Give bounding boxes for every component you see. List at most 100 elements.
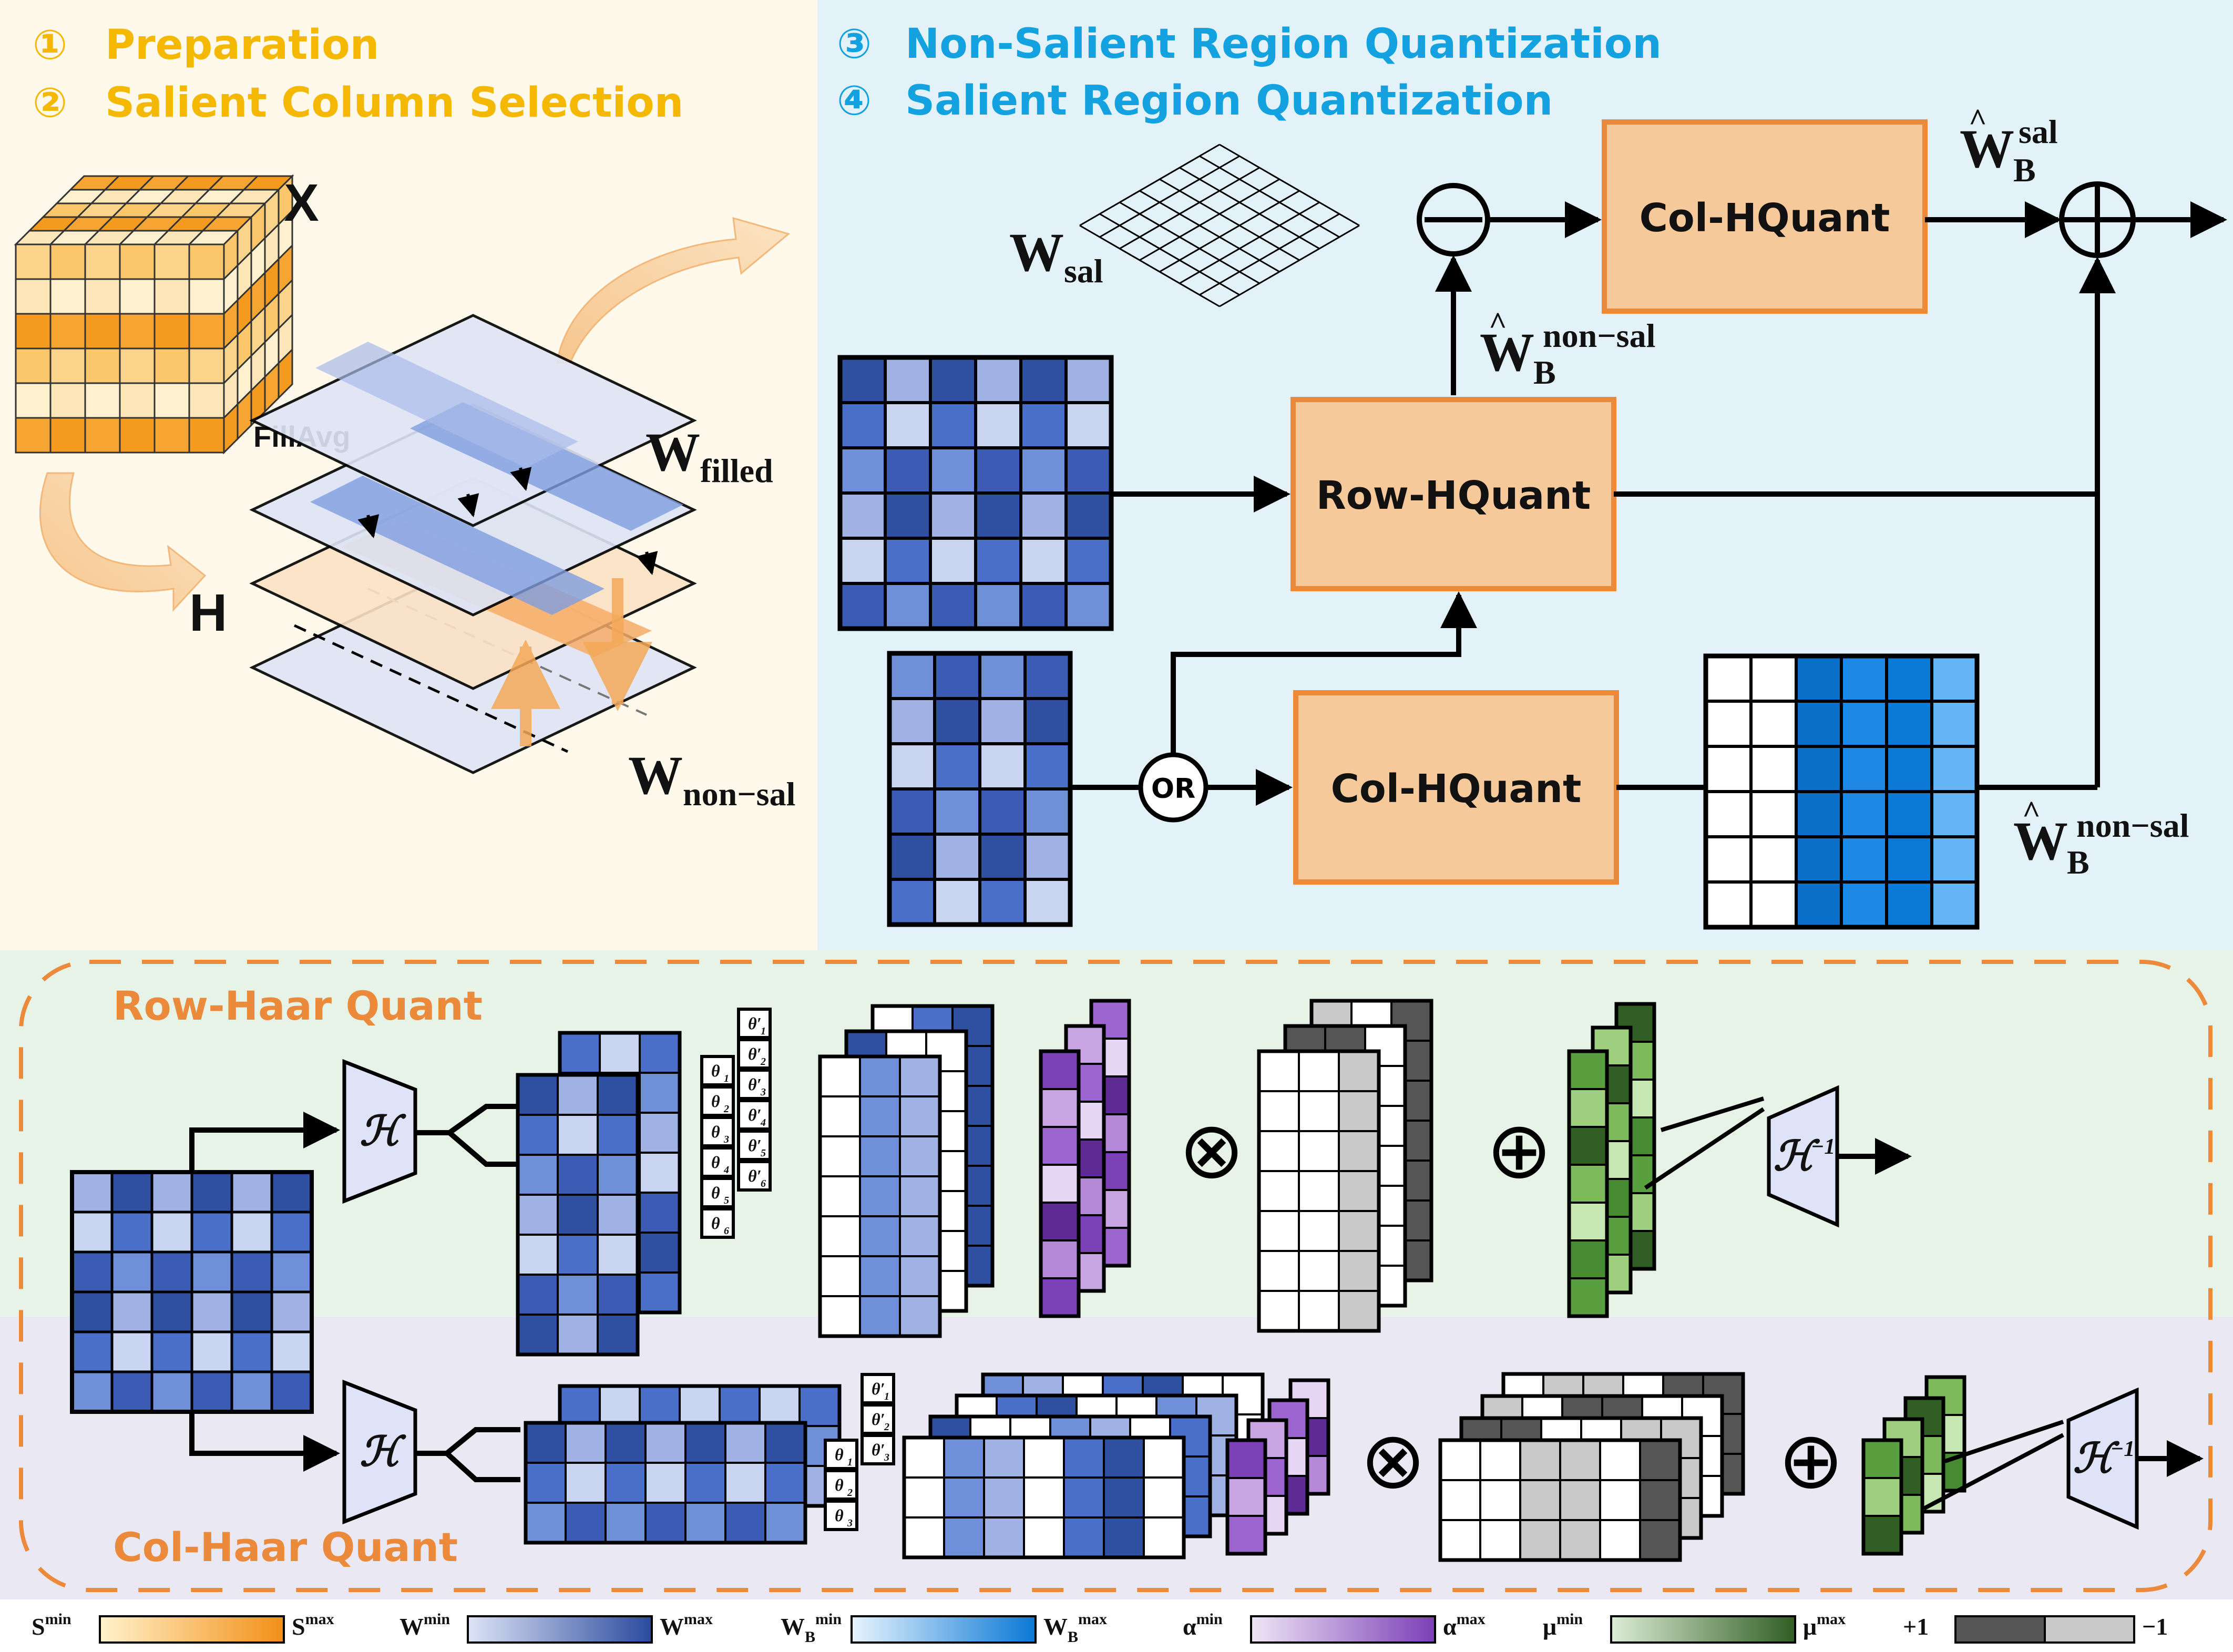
col-input-cell: [1023, 833, 1072, 881]
row-input-cell: [1019, 446, 1068, 495]
col-oplus: ⊕: [1778, 1415, 1844, 1506]
col-sign-cell: [1519, 1519, 1561, 1561]
wb-nonsal-top-main: W: [1480, 322, 1534, 383]
col-input-cell: [978, 652, 1027, 700]
row-haar-coef-cell: [559, 1032, 601, 1074]
haar-input-cell: [230, 1250, 273, 1294]
binarized-cell: [1840, 654, 1888, 703]
col-haar-coef-cell: [644, 1462, 687, 1504]
row-binary-cell: [819, 1055, 861, 1097]
row-haar-coef-cell: [517, 1074, 559, 1116]
row-binary-cell: [819, 1095, 861, 1137]
haar-input-cell: [70, 1210, 114, 1254]
col-alpha-cell: [1226, 1515, 1266, 1555]
row-input-cell: [1064, 446, 1113, 495]
row-input-cell: [929, 446, 977, 495]
col-haar-coef-cell: [724, 1462, 766, 1504]
w-sal-grid-line: [1199, 155, 1340, 238]
curved-arrow-left: [39, 472, 207, 612]
haar-connector: [415, 1130, 518, 1167]
row-haar-coef-cell: [557, 1314, 599, 1356]
row-hquant-label: Row-HQuant: [1316, 473, 1591, 518]
cube-front-cell: [153, 243, 190, 280]
col-alpha-cell: [1226, 1439, 1266, 1479]
row-sign-cell-border: [1257, 1049, 1381, 1333]
row-haar-coef-cell: [597, 1314, 639, 1356]
binarized-cell: [1840, 700, 1888, 748]
row-alpha-cell-border: [1039, 1049, 1081, 1318]
col-haar-coef-cell: [724, 1422, 766, 1464]
row-alpha-cell: [1040, 1126, 1080, 1166]
row-alpha-cell: [1040, 1164, 1080, 1204]
row-input-cell: [974, 446, 1022, 495]
row-sign-cell: [1338, 1250, 1380, 1292]
legend-gradient: [467, 1615, 653, 1644]
binarized-cell-border: [1703, 653, 1980, 930]
row-alpha-cell: [1040, 1088, 1080, 1128]
theta-prime-row-box: [737, 1069, 772, 1100]
row-input-cell: [929, 356, 977, 404]
row-input-cell: [884, 537, 932, 585]
theta-prime-row-index: 5: [761, 1147, 766, 1159]
w-sal-grid-line: [1159, 178, 1300, 261]
col-sign-cell: [1639, 1439, 1681, 1481]
cube-front-cell: [15, 417, 52, 454]
col-binary-cell-border: [902, 1435, 1186, 1559]
row-binary-cell: [899, 1295, 941, 1337]
row-input-cell: [838, 401, 887, 449]
col-binary-cell: [1063, 1436, 1105, 1479]
row-binary-cell: [819, 1175, 861, 1217]
col-binary-cell: [1143, 1516, 1185, 1558]
binarized-cell: [1840, 745, 1888, 793]
binarized-cell: [1840, 790, 1888, 838]
wb-nonsal-right-label: W ^ B non−sal: [2013, 795, 2189, 881]
col-haar-coef-cell: [565, 1422, 607, 1464]
cube-front-cell: [188, 347, 225, 384]
cube-front-cell: [49, 347, 86, 384]
row-haar-coef-cell: [639, 1152, 681, 1194]
binarized-cell: [1930, 700, 1979, 748]
legend-gradient: [851, 1615, 1037, 1644]
col-binary-cell: [943, 1476, 985, 1518]
theta-prime-row-label: θ′: [748, 1075, 762, 1094]
binarized-cell: [1885, 700, 1933, 748]
haar-input-cell: [150, 1171, 193, 1214]
theta-row-label: θ: [711, 1122, 720, 1141]
col-input-cell: [1023, 652, 1072, 700]
salient-column-band: [315, 342, 578, 468]
cube-front-cell: [84, 417, 121, 454]
col-haar-coef-cell: [599, 1385, 641, 1427]
col-sign-cell: [1559, 1439, 1601, 1481]
row-hquant-box: [1290, 397, 1616, 591]
col-alpha-cell-border: [1225, 1438, 1267, 1556]
row-sign-cell: [1298, 1050, 1340, 1092]
row-input-cell: [884, 491, 932, 540]
haar-input-cell: [70, 1171, 114, 1214]
binarized-cell: [1795, 654, 1843, 703]
haar-input-cell: [230, 1210, 273, 1254]
theta-col-box: [824, 1500, 858, 1531]
theta-row-label: θ: [711, 1061, 720, 1080]
row-input-cell: [1019, 582, 1068, 630]
col-haar-coef-cell: [525, 1502, 567, 1544]
row-input-cell: [838, 356, 887, 404]
cube-front-cell: [119, 347, 156, 384]
row-oplus: ⊕: [1486, 1105, 1552, 1196]
row-mu-cell: [1568, 1202, 1608, 1241]
col-input-cell: [978, 878, 1027, 926]
wb-nonsal-right-sub: B: [2067, 844, 2089, 881]
x-label: X: [284, 173, 319, 232]
cube-front-cell: [15, 313, 52, 350]
row-binary-cell: [899, 1175, 941, 1217]
w-sal-grid-line: [1139, 178, 1280, 261]
binarized-cell: [1930, 835, 1979, 884]
haar-input-cell: [230, 1171, 273, 1214]
layer-stack: [249, 314, 697, 774]
row-input-cell: [1064, 401, 1113, 449]
cube-front-cell: [84, 243, 121, 280]
col-hquant-bottom-box: [1293, 690, 1619, 885]
theta-row-index: 4: [723, 1164, 729, 1176]
theta-prime-col-label: θ′: [872, 1410, 885, 1429]
cube-front-cell: [49, 417, 86, 454]
row-haar-coef-cell: [517, 1274, 559, 1316]
